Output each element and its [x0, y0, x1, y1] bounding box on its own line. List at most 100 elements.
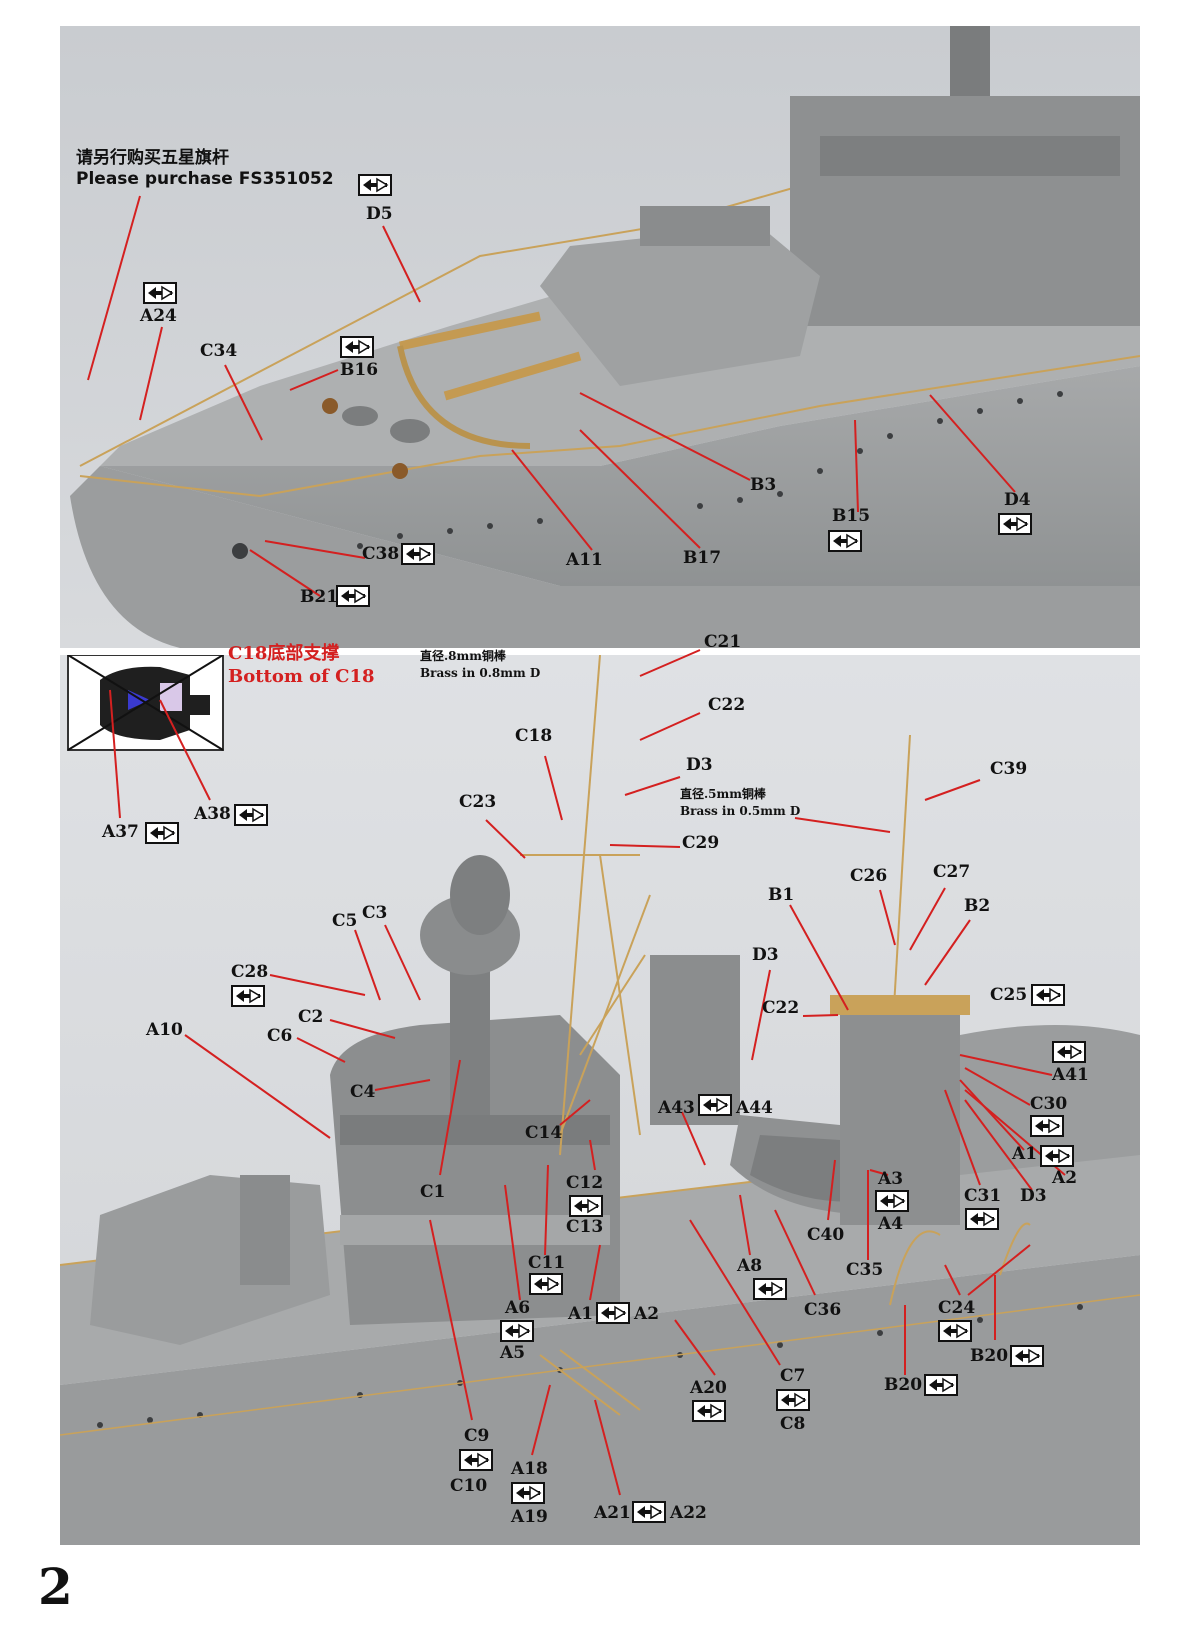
part-label-a22: A22 — [670, 1503, 707, 1523]
part-label-b15: B15 — [832, 506, 871, 526]
part-label-c34: C34 — [200, 341, 238, 361]
part-label-a21: A21 — [594, 1503, 631, 1523]
part-label-c39: C39 — [990, 759, 1028, 779]
bend-symbol-icon — [753, 1278, 787, 1300]
part-label-c30: C30 — [1030, 1094, 1068, 1114]
bend-symbol-icon — [1040, 1145, 1074, 1167]
part-label-c14: C14 — [525, 1123, 563, 1143]
part-label-b2: B2 — [964, 896, 991, 916]
bend-symbol-icon — [145, 822, 179, 844]
part-label-c38: C38 — [362, 544, 400, 564]
part-label-c36: C36 — [804, 1300, 842, 1320]
brass-08-note: 直径.8mm铜棒 Brass in 0.8mm D — [420, 648, 540, 682]
part-label-b1: B1 — [768, 885, 795, 905]
part-label-a4: A4 — [878, 1214, 904, 1234]
part-label-c40: C40 — [807, 1225, 845, 1245]
bend-symbol-icon — [698, 1094, 732, 1116]
bend-symbol-icon — [998, 513, 1032, 535]
bend-symbol-icon — [569, 1195, 603, 1217]
part-label-c25: C25 — [990, 985, 1028, 1005]
part-label-c23: C23 — [459, 792, 497, 812]
part-label-a10: A10 — [146, 1020, 183, 1040]
c18-support-note-cn: C18底部支撑 — [228, 643, 340, 664]
part-label-a20: A20 — [690, 1378, 727, 1398]
bend-symbol-icon — [924, 1374, 958, 1396]
part-label-a43: A43 — [658, 1098, 695, 1118]
part-label-a37: A37 — [102, 822, 139, 842]
part-label-c21: C21 — [704, 632, 742, 652]
part-label-a6: A6 — [505, 1298, 531, 1318]
part-label-b3: B3 — [750, 475, 777, 495]
bend-symbol-icon — [511, 1482, 545, 1504]
part-label-c1: C1 — [420, 1182, 446, 1202]
part-label-b17: B17 — [683, 548, 722, 568]
page-number: 2 — [38, 1557, 73, 1616]
part-label-c22: C22 — [708, 695, 746, 715]
bend-symbol-icon — [1030, 1115, 1064, 1137]
bend-symbol-icon — [358, 174, 392, 196]
c18-support-note-en: Bottom of C18 — [228, 666, 375, 688]
part-label-c4: C4 — [350, 1082, 376, 1102]
part-label-d3: D3 — [752, 945, 779, 965]
c18-support-note: C18底部支撑 Bottom of C18 — [228, 642, 375, 689]
part-label-a3: A3 — [878, 1169, 904, 1189]
bend-symbol-icon — [459, 1449, 493, 1471]
part-label-c35: C35 — [846, 1260, 884, 1280]
part-label-a2: A2 — [1052, 1168, 1078, 1188]
part-label-d4: D4 — [1004, 490, 1031, 510]
part-label-c26: C26 — [850, 866, 888, 886]
part-label-d5: D5 — [366, 204, 393, 224]
bend-symbol-icon — [336, 585, 370, 607]
part-label-c22: C22 — [762, 998, 800, 1018]
part-label-a41: A41 — [1052, 1065, 1089, 1085]
part-label-c7: C7 — [780, 1366, 806, 1386]
bend-symbol-icon — [1052, 1041, 1086, 1063]
bend-symbol-icon — [231, 985, 265, 1007]
part-label-c13: C13 — [566, 1217, 604, 1237]
part-label-c27: C27 — [933, 862, 971, 882]
midship-section-illustration — [60, 655, 1140, 1545]
part-label-a44: A44 — [736, 1098, 773, 1118]
part-label-a1: A1 — [1012, 1144, 1038, 1164]
bend-symbol-icon — [234, 804, 268, 826]
bend-symbol-icon — [875, 1190, 909, 1212]
part-label-b20: B20 — [884, 1375, 923, 1395]
part-label-c9: C9 — [464, 1426, 490, 1446]
bend-symbol-icon — [965, 1208, 999, 1230]
part-label-c12: C12 — [566, 1173, 604, 1193]
part-label-a2: A2 — [634, 1304, 660, 1324]
part-label-a11: A11 — [566, 550, 603, 570]
part-label-c18: C18 — [515, 726, 553, 746]
part-label-a8: A8 — [737, 1256, 763, 1276]
part-label-b21: B21 — [300, 587, 339, 607]
part-label-a24: A24 — [140, 306, 177, 326]
part-label-a38: A38 — [194, 804, 231, 824]
brass-08-note-cn: 直径.8mm铜棒 — [420, 649, 506, 663]
brass-05-note-cn: 直径.5mm铜棒 — [680, 787, 766, 801]
bend-symbol-icon — [776, 1389, 810, 1411]
part-label-a18: A18 — [511, 1459, 548, 1479]
flag-pole-note-en: Please purchase FS351052 — [76, 169, 334, 190]
part-label-b20: B20 — [970, 1346, 1009, 1366]
part-label-c28: C28 — [231, 962, 269, 982]
part-label-a5: A5 — [500, 1343, 526, 1363]
brass-05-note-en: Brass in 0.5mm D — [680, 803, 801, 818]
part-label-c2: C2 — [298, 1007, 324, 1027]
part-label-d3: D3 — [1020, 1186, 1047, 1206]
bend-symbol-icon — [529, 1273, 563, 1295]
part-label-c8: C8 — [780, 1414, 806, 1434]
bend-symbol-icon — [500, 1320, 534, 1342]
part-label-c24: C24 — [938, 1298, 976, 1318]
bend-symbol-icon — [401, 543, 435, 565]
part-label-a1: A1 — [568, 1304, 594, 1324]
part-label-a19: A19 — [511, 1507, 548, 1527]
part-label-c29: C29 — [682, 833, 720, 853]
part-label-c3: C3 — [362, 903, 388, 923]
bend-symbol-icon — [340, 336, 374, 358]
bend-symbol-icon — [143, 282, 177, 304]
bend-symbol-icon — [596, 1302, 630, 1324]
part-label-c6: C6 — [267, 1026, 293, 1046]
bend-symbol-icon — [1031, 984, 1065, 1006]
brass-05-note: 直径.5mm铜棒 Brass in 0.5mm D — [680, 786, 800, 820]
bend-symbol-icon — [938, 1320, 972, 1342]
